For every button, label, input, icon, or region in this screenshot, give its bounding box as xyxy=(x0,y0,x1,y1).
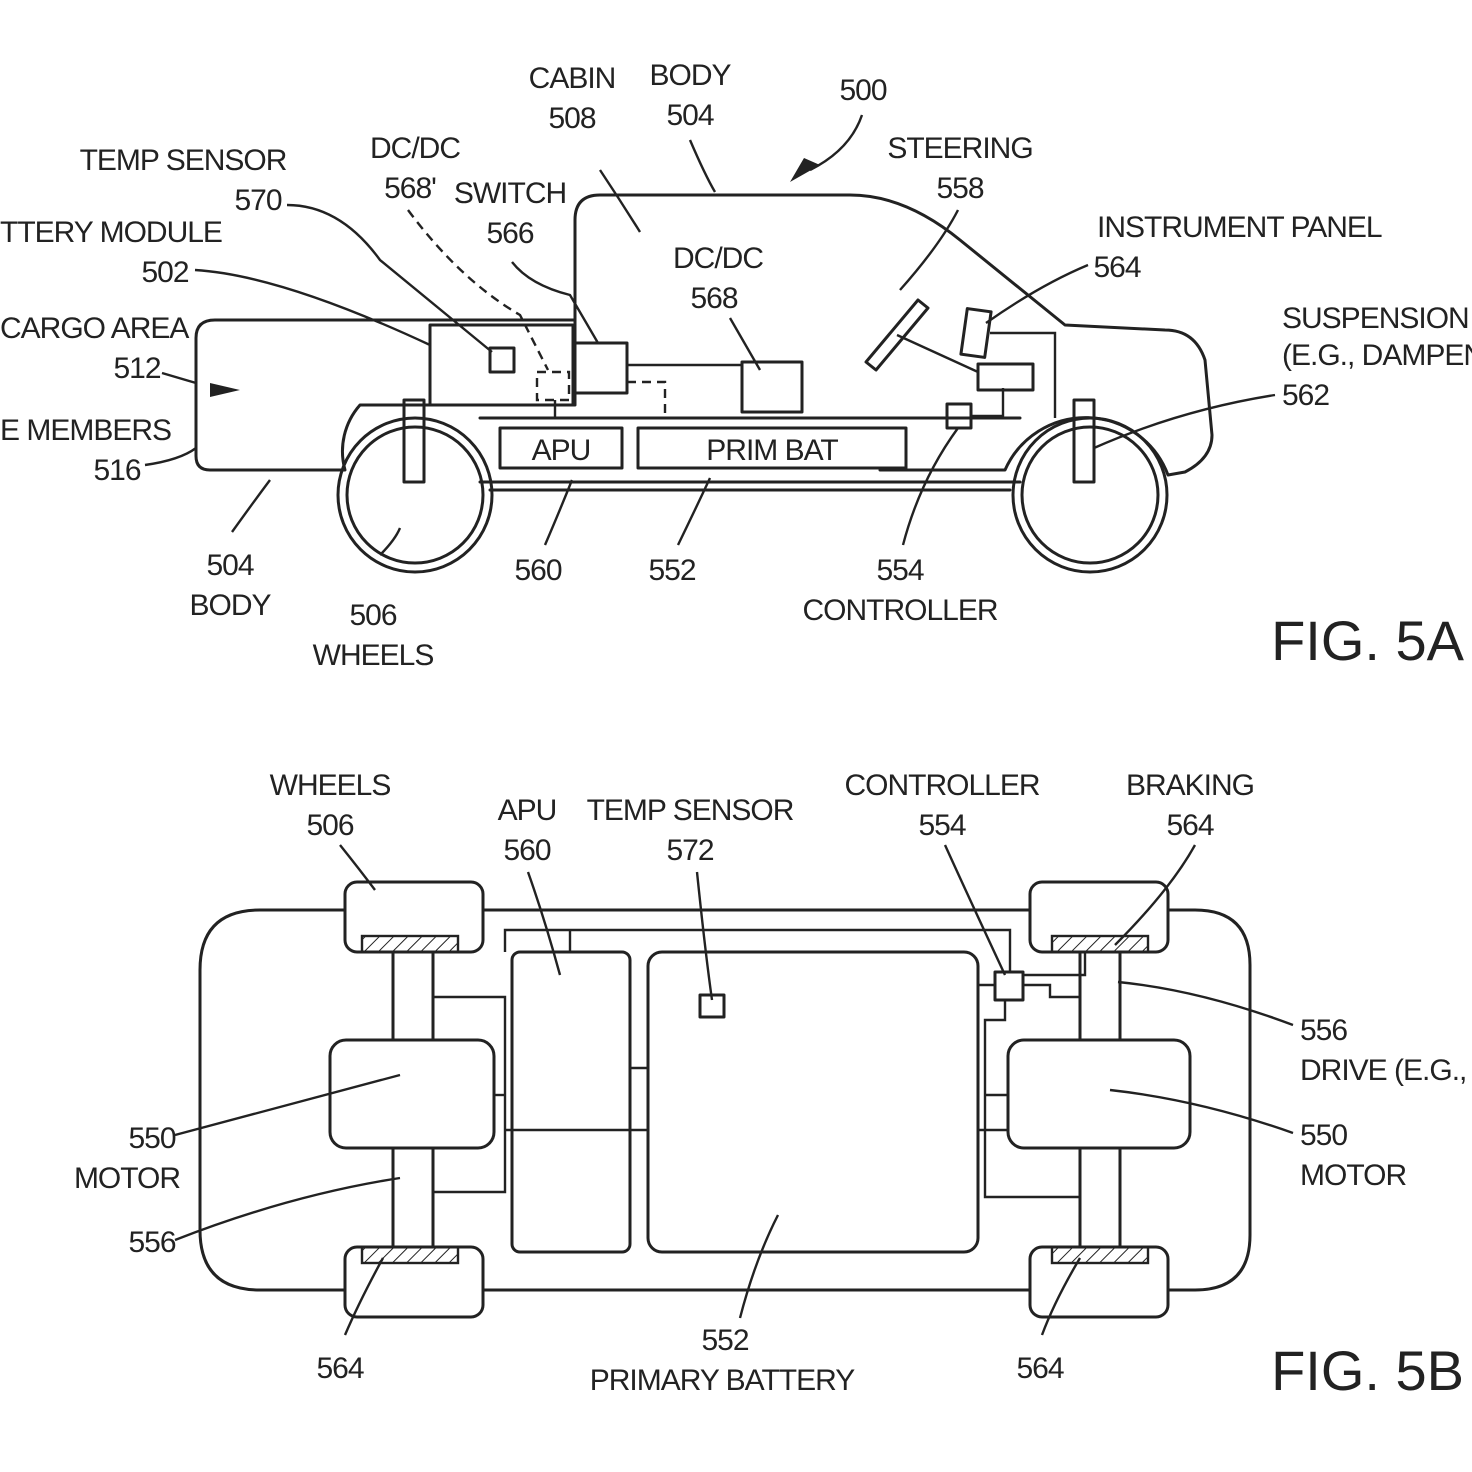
temp-sensor-572-label: TEMP SENSOR xyxy=(587,794,794,827)
axle-right-lower xyxy=(1078,1146,1122,1249)
body-bottom-ref: 504 xyxy=(206,549,253,582)
switch-ref: 566 xyxy=(486,217,533,250)
axle-left-upper xyxy=(391,950,435,1042)
wheels-5a-label: WHEELS xyxy=(313,639,434,672)
fig5b-leader-lines xyxy=(174,844,1294,1336)
battery-module-ref: 502 xyxy=(141,256,188,289)
instrument-panel-ref: 564 xyxy=(1093,251,1140,284)
brake-br-ref: 564 xyxy=(1016,1352,1063,1385)
motor-left-ref: 550 xyxy=(128,1122,175,1155)
braking-label: BRAKING xyxy=(1126,769,1254,802)
members-label: E MEMBERS xyxy=(0,414,171,447)
controller-5a-label: CONTROLLER xyxy=(802,594,997,627)
temp-sensor-572-ref: 572 xyxy=(666,834,713,867)
prim-bat-box-label: PRIM BAT xyxy=(706,434,838,467)
apu-box xyxy=(498,426,624,470)
brake-front-right xyxy=(1050,934,1150,954)
fig5a-diagram: APU PRIM BAT xyxy=(0,59,1472,672)
motor-right-label: MOTOR xyxy=(1300,1159,1406,1192)
fig5b-diagram: WHEELS 506 APU 560 TEMP SENSOR 572 CONTR… xyxy=(74,769,1472,1402)
dcdc-ref: 568 xyxy=(690,282,737,315)
temp-sensor-570-box xyxy=(488,346,516,374)
body-top-label: BODY xyxy=(649,59,731,92)
steering-label: STEERING xyxy=(887,132,1032,165)
suspension-label: SUSPENSION xyxy=(1282,302,1469,335)
instrument-panel-box xyxy=(959,307,993,359)
dcdc-box xyxy=(740,360,804,414)
vehicle-ref: 500 xyxy=(839,74,886,107)
front-wheel-inner xyxy=(345,425,485,565)
motor-left-label: MOTOR xyxy=(74,1162,180,1195)
wheels-5b-label: WHEELS xyxy=(270,769,391,802)
controller-5b-ref: 554 xyxy=(918,809,965,842)
switch-box xyxy=(573,341,629,395)
cabin-label: CABIN xyxy=(529,62,616,95)
wheels-5b-ref: 506 xyxy=(306,809,353,842)
brake-front-left xyxy=(360,934,460,954)
controller-block xyxy=(993,970,1025,1002)
body-bottom-label: BODY xyxy=(189,589,271,622)
instrument-panel-label: INSTRUMENT PANEL xyxy=(1097,211,1382,244)
temp-sensor-570-ref: 570 xyxy=(234,184,281,217)
controller-5b-label: CONTROLLER xyxy=(844,769,1039,802)
apu-box-label: APU xyxy=(532,434,591,467)
brake-bl-ref: 564 xyxy=(316,1352,363,1385)
axle-left-lower xyxy=(391,1146,435,1249)
cargo-arrow xyxy=(210,383,240,397)
apu-block xyxy=(510,950,632,1254)
dcdc-alt-box xyxy=(535,370,571,402)
fig5b-wiring xyxy=(433,928,1087,1199)
battery-module-label: TTERY MODULE xyxy=(0,216,222,249)
temp-sensor-570-label: TEMP SENSOR xyxy=(80,144,287,177)
drive-label: DRIVE (E.G., D xyxy=(1300,1054,1472,1087)
controller-5a-ref: 554 xyxy=(876,554,923,587)
cargo-area-ref: 512 xyxy=(113,352,160,385)
apu-5a-ref: 560 xyxy=(514,554,561,587)
primary-battery-block xyxy=(646,950,980,1254)
chassis-outline xyxy=(198,908,1252,1292)
cabin-ref: 508 xyxy=(548,102,595,135)
motor-right xyxy=(1006,1038,1192,1150)
wheels-5a-ref: 506 xyxy=(349,599,396,632)
cargo-area-label: CARGO AREA xyxy=(0,312,189,345)
brake-rear-left xyxy=(360,1245,460,1265)
fig5b-caption: FIG. 5B xyxy=(1271,1339,1464,1402)
rear-wheel xyxy=(1011,416,1169,574)
members-ref: 516 xyxy=(93,454,140,487)
vehicle-ref-arrow xyxy=(790,158,820,182)
dcdc-alt-label: DC/DC xyxy=(370,132,460,165)
motor-right-ref: 550 xyxy=(1300,1119,1347,1152)
primary-battery-label: PRIMARY BATTERY xyxy=(590,1364,856,1397)
fig5a-leader-lines xyxy=(144,114,1276,556)
steering-ref: 558 xyxy=(936,172,983,205)
drive-ref: 556 xyxy=(1300,1014,1347,1047)
motor-left xyxy=(328,1038,496,1150)
brake-rear-right xyxy=(1050,1245,1150,1265)
front-strut xyxy=(402,398,426,484)
fig5a-caption: FIG. 5A xyxy=(1271,609,1465,672)
rear-wheel-inner xyxy=(1020,425,1160,565)
prim-bat-5a-ref: 552 xyxy=(648,554,695,587)
cargo-body-outline xyxy=(194,318,577,472)
controller-box xyxy=(945,402,973,430)
front-wheel xyxy=(336,416,494,574)
rear-strut xyxy=(1072,398,1096,484)
dcdc-label: DC/DC xyxy=(673,242,763,275)
suspension-sub: (E.G., DAMPENIN xyxy=(1282,339,1472,372)
suspension-ref: 562 xyxy=(1282,379,1329,412)
braking-ref: 564 xyxy=(1166,809,1213,842)
axle-left-ref: 556 xyxy=(128,1226,175,1259)
primary-battery-ref: 552 xyxy=(701,1324,748,1357)
body-top-ref: 504 xyxy=(666,99,713,132)
apu-5b-label: APU xyxy=(498,794,557,827)
steering-unit-box xyxy=(976,362,1035,392)
steering-wheel xyxy=(864,298,930,372)
switch-label: SWITCH xyxy=(454,177,566,210)
apu-5b-ref: 560 xyxy=(503,834,550,867)
prim-bat-box xyxy=(636,426,908,470)
dcdc-alt-ref: 568' xyxy=(384,172,436,205)
battery-module-box xyxy=(428,323,575,407)
